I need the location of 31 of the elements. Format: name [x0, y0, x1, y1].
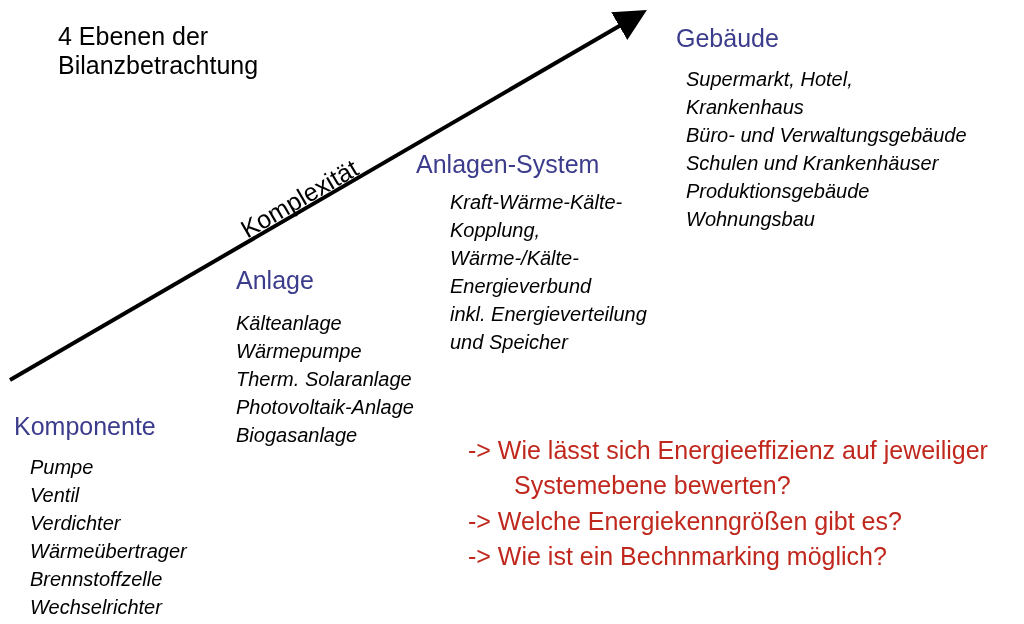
list-item: Kraft-Wärme-Kälte-: [450, 191, 623, 214]
level-heading: Anlagen-System: [416, 150, 600, 179]
list-item: Krankenhaus: [686, 96, 804, 119]
list-item: Pumpe: [30, 456, 94, 479]
list-item: Biogasanlage: [236, 424, 358, 447]
list-item: Schulen und Krankenhäuser: [686, 152, 939, 175]
list-item: Wärmepumpe: [236, 340, 362, 363]
list-item: Kopplung,: [450, 219, 541, 242]
list-item: Verdichter: [30, 512, 121, 535]
list-item: Therm. Solaranlage: [236, 368, 412, 391]
list-item: Ventil: [30, 484, 80, 507]
list-item: Brennstoffzelle: [30, 568, 163, 591]
list-item: Wärmeübertrager: [30, 540, 187, 563]
list-item: Supermarkt, Hotel,: [686, 68, 853, 91]
title: 4 Ebenen der Bilanzbetrachtung: [58, 22, 260, 80]
list-item: und Speicher: [450, 331, 568, 354]
list-item: Büro- und Verwaltungsgebäude: [686, 124, 967, 147]
list-item: Wärme-/Kälte-: [450, 247, 579, 270]
question-text: -> Welche Energiekenngrößen gibt es?: [468, 507, 902, 536]
list-item: inkl. Energieverteilung: [450, 303, 647, 326]
question-text: -> Wie ist ein Bechnmarking möglich?: [468, 542, 887, 571]
level-heading: Gebäude: [676, 24, 779, 53]
question-text: -> Wie lässt sich Energieeffizienz auf jeweiliger Systemebene bewerten?: [468, 435, 989, 501]
level-heading: Anlage: [236, 266, 314, 295]
list-item: Wechselrichter: [30, 596, 162, 619]
list-item: Photovoltaik-Anlage: [236, 396, 414, 419]
list-item: Energieverbund: [450, 275, 592, 298]
list-item: Wohnungsbau: [686, 208, 815, 231]
list-item: Produktionsgebäude: [686, 180, 870, 203]
list-item: Kälteanlage: [236, 312, 342, 335]
level-heading: Komponente: [14, 412, 156, 441]
